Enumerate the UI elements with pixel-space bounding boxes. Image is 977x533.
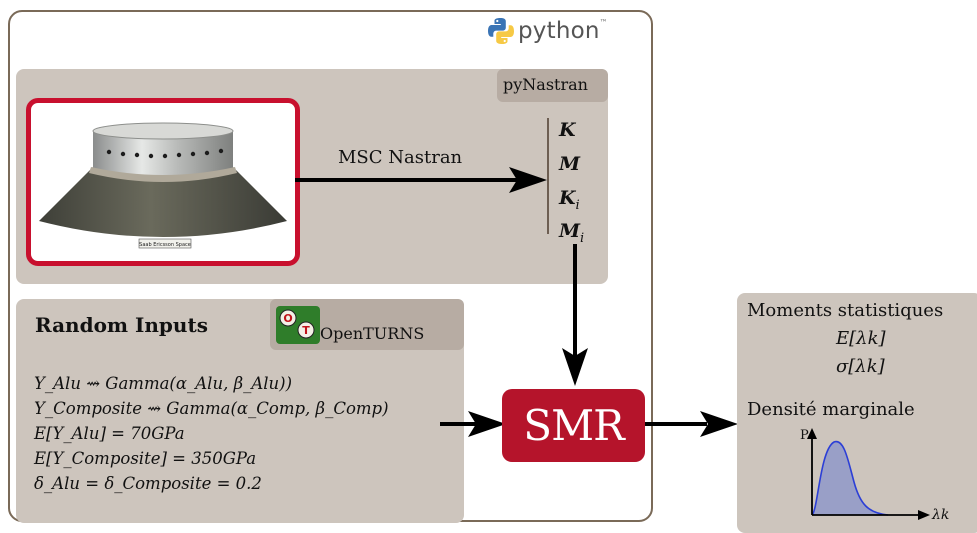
smr-label: SMR (523, 401, 624, 450)
matrices-to-smr-arrow (562, 244, 588, 386)
inputs-to-smr-arrow (440, 411, 506, 437)
equation-line-2: Y_Composite ⇝ Gamma(α_Comp, β_Comp) (34, 399, 389, 418)
svg-text:O: O (283, 312, 292, 325)
python-wordmark: python (518, 18, 600, 44)
density-plot (807, 428, 930, 520)
density-curve (811, 440, 889, 516)
equation-line-3: E[Y_Alu] = 70GPa (34, 424, 185, 443)
equation-line-4: E[Y_Composite] = 350GPa (34, 449, 257, 468)
expectation-lambda: E[λk] (836, 328, 886, 349)
python-tm: ™ (599, 18, 608, 27)
matrix-k: K (559, 119, 576, 141)
openturns-logo: O T (276, 306, 320, 344)
structure-photo: Saab Ericsson Space (26, 98, 300, 266)
random-inputs-equations: Y_Alu ⇝ Gamma(α_Alu, β_Alu)) Y_Composite… (34, 371, 389, 496)
python-logo: python ™ (488, 14, 608, 48)
density-x-axis-label: λk (932, 507, 950, 523)
equation-line-5: δ_Alu = δ_Composite = 0.2 (34, 474, 262, 493)
nastran-arrow (295, 167, 547, 193)
density-title: Densité marginale (747, 399, 915, 420)
adapter-cone-image: Saab Ericsson Space (39, 122, 287, 249)
smr-to-outputs-arrow (645, 411, 738, 437)
equation-line-1: Y_Alu ⇝ Gamma(α_Alu, β_Alu)) (34, 374, 293, 393)
msc-nastran-label: MSC Nastran (338, 147, 463, 168)
photo-plate-text: Saab Ericsson Space (139, 242, 191, 248)
pynastran-label: pyNastran (503, 75, 588, 94)
pynastran-tag (497, 69, 608, 102)
std-lambda: σ[λk] (836, 356, 885, 377)
matrix-m: M (559, 152, 581, 175)
smr-box: SMR (502, 389, 645, 462)
openturns-icon: O T (276, 306, 320, 344)
svg-text:T: T (302, 324, 310, 337)
moments-title: Moments statistiques (747, 300, 944, 321)
matrix-mi: Mi (559, 220, 585, 247)
matrix-bar (547, 118, 549, 234)
density-y-axis-label: P (800, 428, 809, 443)
matrix-ki: Ki (559, 186, 580, 213)
python-icon (488, 18, 514, 44)
openturns-label: OpenTURNS (320, 324, 425, 343)
random-inputs-title: Random Inputs (35, 313, 208, 337)
matrices-list: K M Ki Mi (559, 117, 584, 252)
density-area (812, 441, 888, 515)
